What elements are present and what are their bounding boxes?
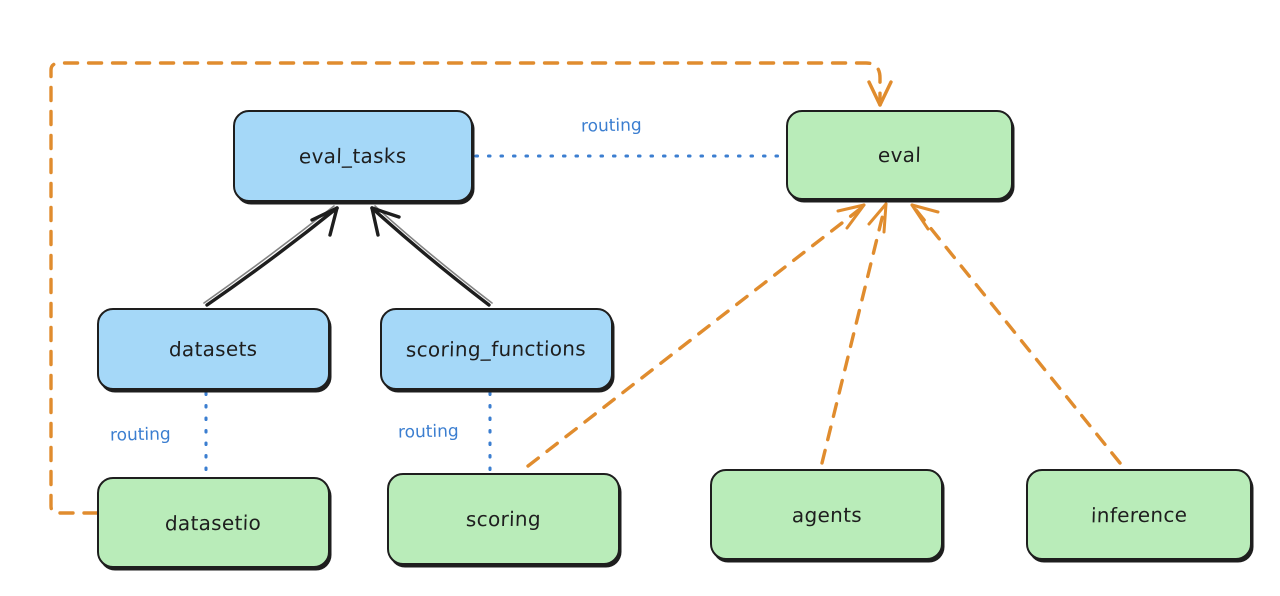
node-label: scoring_functions [406, 336, 587, 362]
node-label: inference [1090, 502, 1188, 527]
node-datasets[interactable]: datasets [97, 308, 330, 390]
edge-label-routing-datasets: routing [109, 424, 171, 446]
node-agents[interactable]: agents [710, 469, 943, 560]
node-eval-tasks[interactable]: eval_tasks [233, 110, 473, 202]
node-scoring[interactable]: scoring [387, 473, 620, 565]
node-label: agents [791, 502, 862, 527]
node-scoring-functions[interactable]: scoring_functions [380, 308, 613, 390]
node-eval[interactable]: eval [786, 110, 1013, 200]
edge-datasets-to-eval_tasks [203, 205, 339, 307]
node-label: scoring [465, 506, 542, 532]
node-datasetio[interactable]: datasetio [97, 477, 330, 568]
edge-inference-to-eval [910, 203, 1122, 465]
node-label: datasetio [165, 510, 262, 535]
node-label: datasets [168, 336, 259, 362]
edge-scoring_functions-to-eval_tasks [370, 205, 493, 307]
edge-label-routing-scoring: routing [397, 421, 459, 443]
node-inference[interactable]: inference [1026, 469, 1252, 560]
edge-label-routing-eval-tasks: routing [580, 115, 642, 137]
edge-agents-to-eval [820, 202, 888, 465]
node-label: eval [877, 142, 922, 168]
node-label: eval_tasks [298, 143, 408, 169]
